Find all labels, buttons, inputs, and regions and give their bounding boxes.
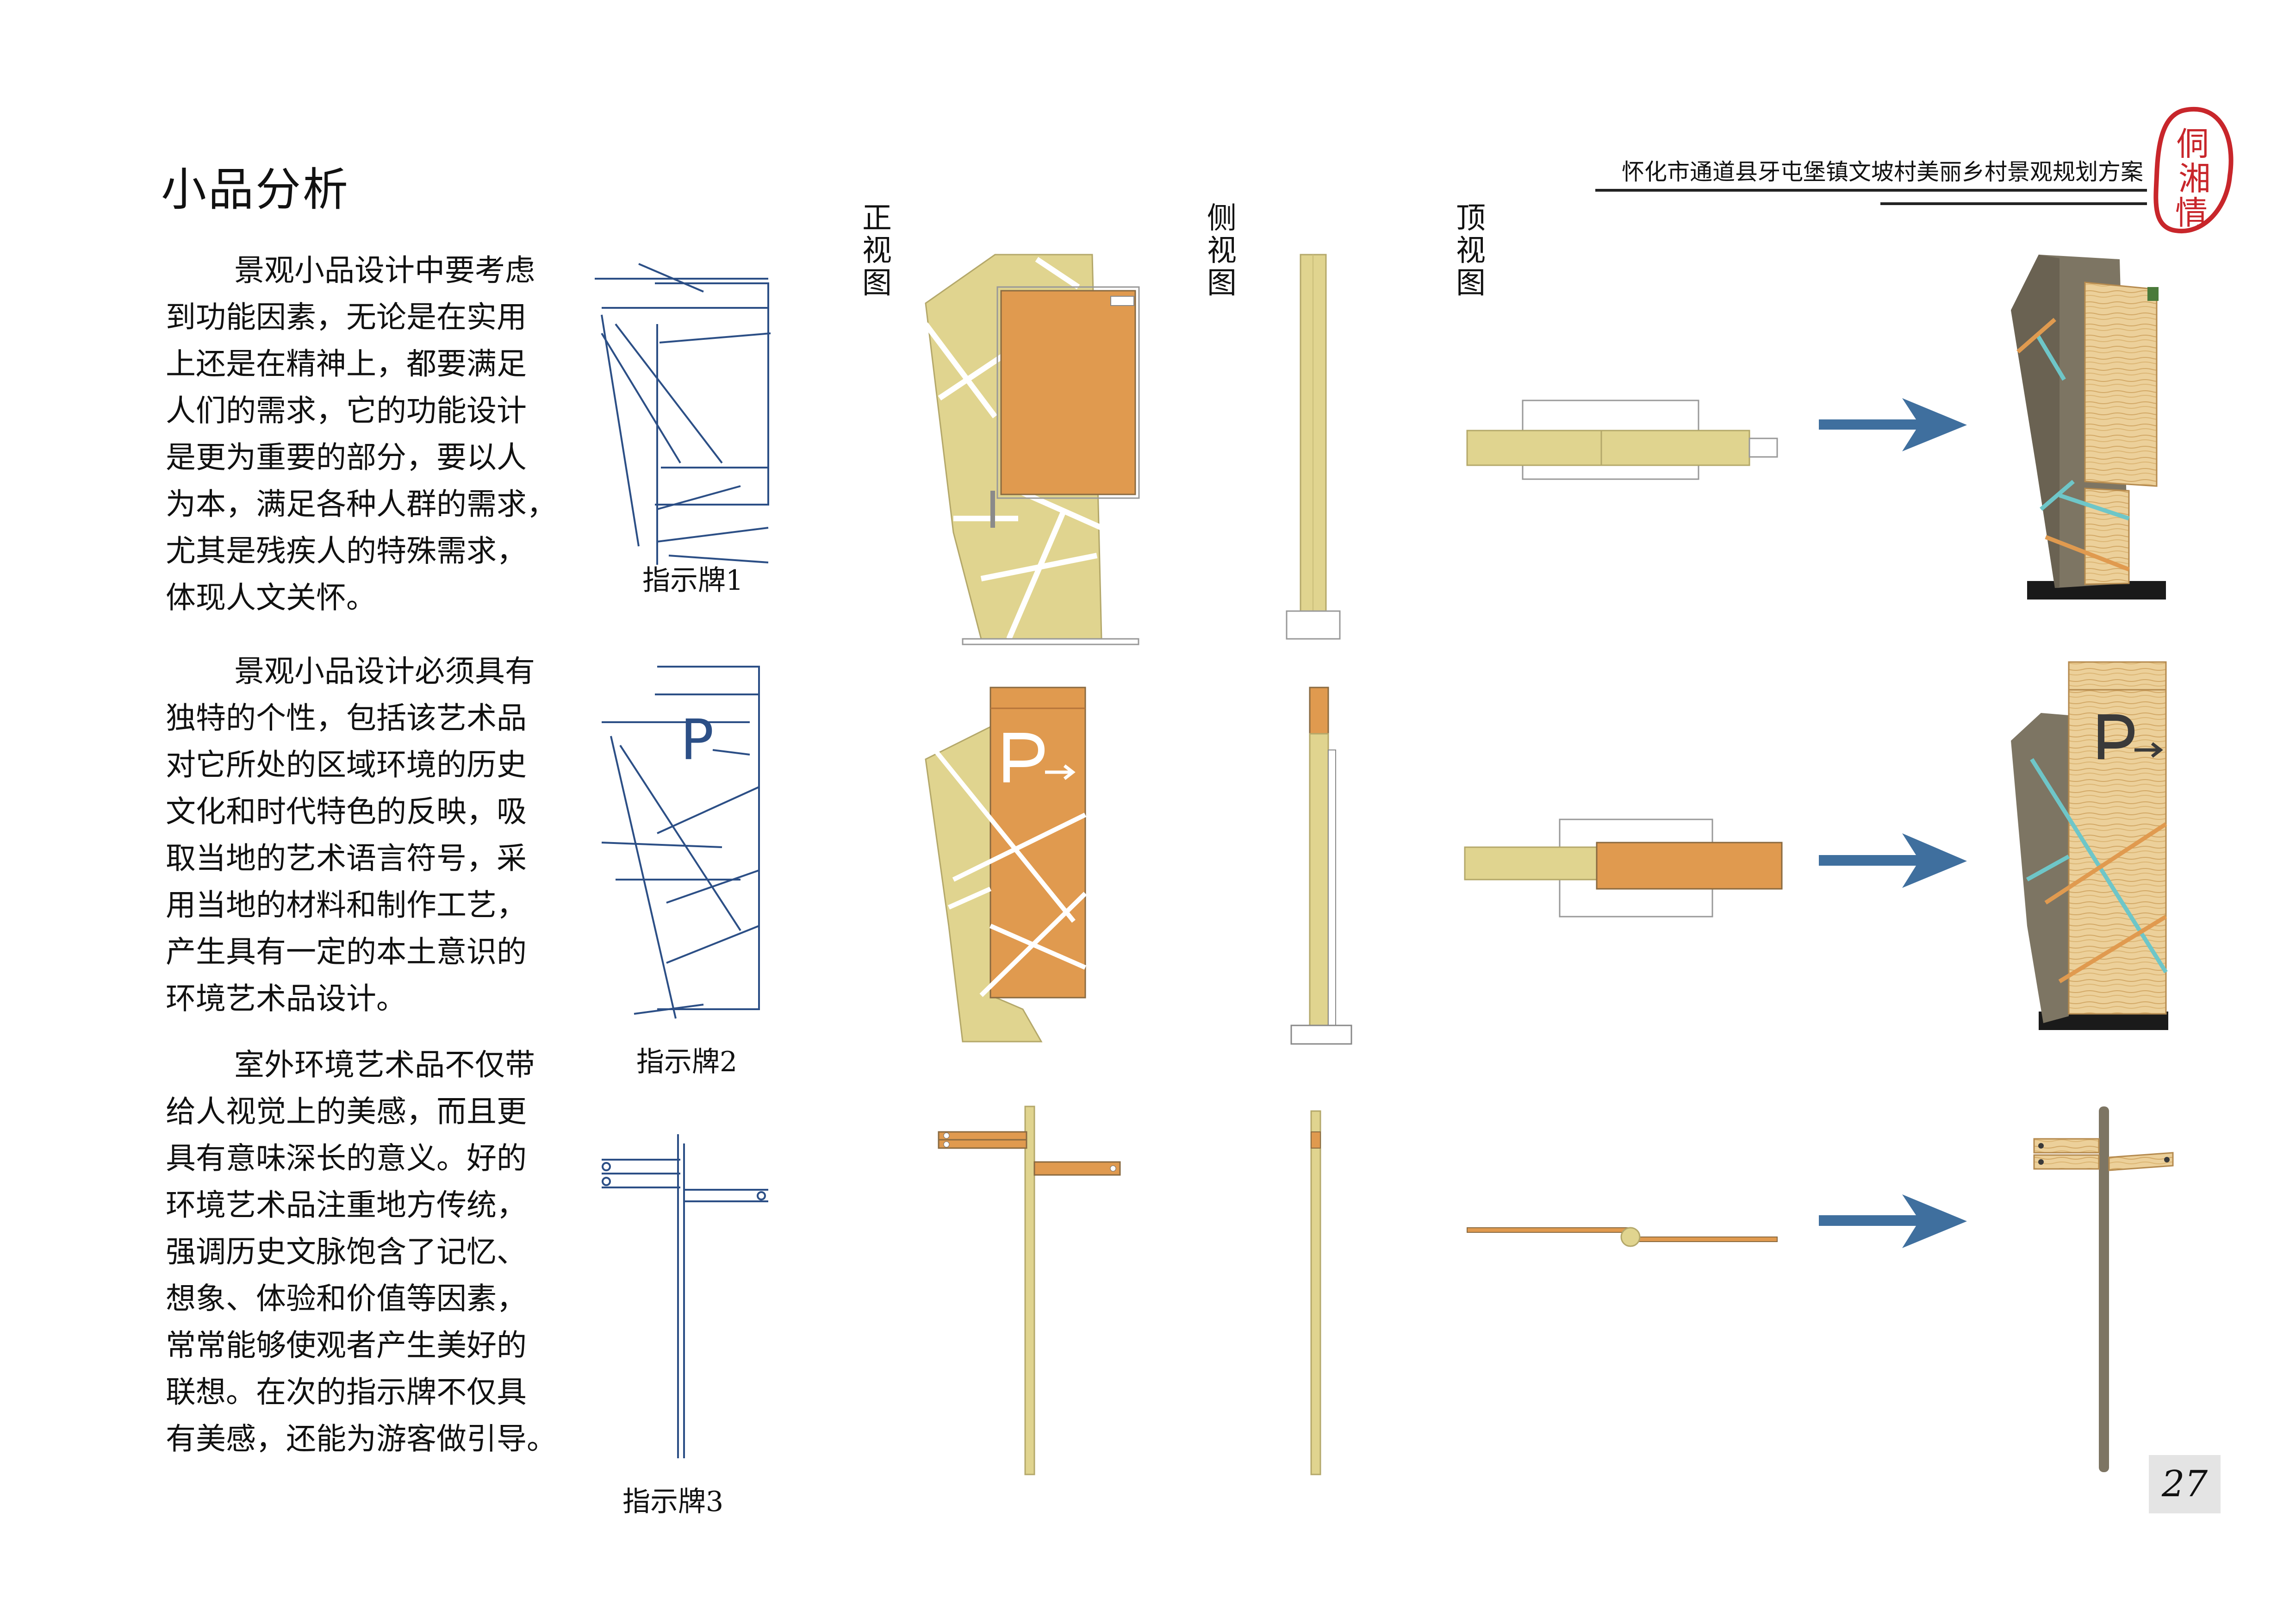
para-line: 到功能因素，无论是在实用: [166, 300, 527, 335]
paragraph-identity: 景观小品设计必须具有 独特的个性，包括该艺术品 对它所处的区域环境的历史 文化和…: [166, 648, 573, 1022]
paragraph-function: 景观小品设计中要考虑 到功能因素，无论是在实用 上还是在精神上，都要满足 人们的…: [166, 247, 573, 621]
sign-1-front-view: [923, 254, 1140, 645]
para-line: 尤其是残疾人的特殊需求，: [166, 534, 527, 568]
sign-3-side-view: [1310, 1110, 1321, 1475]
seal-icon: 侗 湘 情: [2153, 107, 2234, 234]
para-line: 景观小品设计必须具有: [234, 654, 535, 689]
sign-1-render: [2011, 255, 2166, 600]
para-line: 用当地的材料和制作工艺，: [166, 888, 527, 923]
sign-1-label: 指示牌1: [642, 564, 744, 597]
seal-char: 湘: [2178, 160, 2211, 198]
para-line: 上还是在精神上，都要满足: [166, 347, 527, 381]
sign-1-sketch: [595, 263, 771, 565]
sign-2-side-view: [1290, 687, 1352, 1045]
project-title: 怀化市通道县牙屯堡镇文坡村美丽乡村景观规划方案: [1621, 159, 2143, 185]
header-rule-secondary: [1880, 202, 2147, 205]
para-line: 为本，满足各种人群的需求，: [166, 487, 557, 522]
para-line: 常常能够使观者产生美好的: [166, 1328, 527, 1363]
para-line: 环境艺术品注重地方传统，: [166, 1188, 527, 1223]
header-rule: [1595, 189, 2147, 192]
sign-3-top-view: [1467, 1227, 1778, 1247]
page-title: 小品分析: [161, 163, 350, 216]
para-line: 产生具有一定的本土意识的: [166, 935, 527, 969]
sign-2-top-view: [1464, 818, 1783, 918]
seal-char: 侗: [2177, 125, 2209, 163]
para-line: 具有意味深长的意义。好的: [166, 1141, 527, 1176]
para-line: 对它所处的区域环境的历史: [166, 748, 527, 782]
para-line: 体现人文关怀。: [166, 581, 377, 615]
sign-2-sketch: [601, 666, 760, 1019]
sign-3-render: [2033, 1106, 2174, 1472]
sign-1-top-view: [1466, 400, 1778, 480]
para-line: 独特的个性，包括该艺术品: [166, 701, 527, 736]
sign-3-sketch: [602, 1134, 768, 1458]
sign-1-side-view: [1286, 254, 1341, 640]
para-line: 给人视觉上的美感，而且更: [166, 1094, 527, 1129]
arrow-right-icon: [1819, 398, 1967, 451]
para-line: 室外环境艺术品不仅带: [234, 1048, 535, 1082]
para-line: 联想。在次的指示牌不仅具: [166, 1375, 527, 1410]
sign-2-label: 指示牌2: [636, 1046, 738, 1078]
para-line: 想象、体验和价值等因素，: [166, 1281, 527, 1316]
sign-2-render: [2011, 661, 2168, 1030]
arrow-right-icon: [1819, 1194, 1967, 1248]
para-line: 人们的需求，它的功能设计: [166, 394, 527, 428]
para-line: 环境艺术品设计。: [166, 981, 407, 1016]
front-view-label: 正视图: [862, 201, 892, 300]
sign-3-label: 指示牌3: [622, 1486, 724, 1518]
para-line: 取当地的艺术语言符号，采: [166, 841, 527, 876]
side-view-label: 侧视图: [1207, 201, 1237, 300]
sign-3-front-view: [938, 1106, 1121, 1475]
para-line: 是更为重要的部分，要以人: [166, 440, 527, 475]
para-line: 强调历史文脉饱含了记忆、: [166, 1235, 527, 1269]
arrow-right-icon: [1819, 833, 1967, 888]
sign-2-front-view: [925, 687, 1087, 1043]
para-line: 文化和时代特色的反映，吸: [166, 794, 527, 829]
top-view-label: 顶视图: [1456, 201, 1486, 300]
para-line: 有美感，还能为游客做引导。: [166, 1422, 557, 1456]
seal-char: 情: [2175, 194, 2208, 232]
sign-2-sketch-symbol: P: [680, 708, 714, 773]
paragraph-meaning: 室外环境艺术品不仅带 给人视觉上的美感，而且更 具有意味深长的意义。好的 环境艺…: [166, 1042, 573, 1462]
page-number: 27: [2149, 1455, 2221, 1513]
para-line: 景观小品设计中要考虑: [234, 253, 535, 288]
